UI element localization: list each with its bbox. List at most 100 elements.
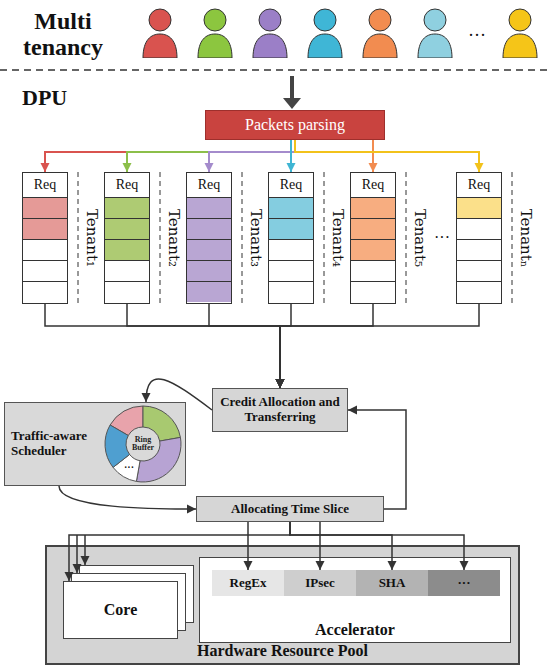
- input-arrow-shaft: [290, 76, 294, 99]
- tenant-queue: Req: [104, 172, 150, 304]
- arrowhead: [123, 163, 132, 172]
- node-text: Credit Allocation and Transferring: [213, 395, 347, 425]
- accelerator-unit: IPsec: [284, 570, 356, 596]
- person-icon: [418, 9, 452, 58]
- connector-arrow: [123, 140, 296, 172]
- tenant-label: Tenant₄: [330, 209, 347, 267]
- ellipsis: ···: [124, 462, 134, 473]
- queue-slot: [23, 239, 67, 260]
- separator-line: [160, 172, 161, 304]
- connector-line: [280, 304, 479, 388]
- queue-slot: [457, 260, 501, 281]
- queue-slot: [269, 239, 313, 260]
- queue-slot: [105, 218, 149, 239]
- queue-slot: [269, 281, 313, 302]
- arrowhead: [287, 163, 296, 172]
- arrowhead: [73, 564, 82, 573]
- connector-arrow: [41, 140, 296, 172]
- process-box: Allocating Time Slice: [196, 496, 384, 522]
- core-stack-arrows: [73, 535, 90, 573]
- connector-line: [146, 379, 212, 410]
- connector-arrow: [209, 304, 285, 388]
- queue-slot: [23, 218, 67, 239]
- connector-arrow: [276, 304, 292, 388]
- tenant-queue: Req: [456, 172, 502, 304]
- accelerator-box: AcceleratorRegExIPsecSHA···: [199, 557, 511, 643]
- separator-line: [406, 172, 407, 304]
- arrowhead: [276, 379, 285, 388]
- arrowhead: [276, 379, 285, 388]
- queue-slot: [457, 218, 501, 239]
- node-text: Req: [34, 173, 57, 197]
- queue-slot: [457, 281, 501, 302]
- connector-line: [247, 522, 249, 570]
- connector-arrow: [205, 140, 296, 172]
- node-text: Req: [280, 173, 303, 197]
- node-text: Accelerator: [315, 621, 395, 639]
- node-text: ···: [457, 576, 470, 591]
- node-text: Hardware Resource Pool: [197, 642, 368, 660]
- person-icon: [198, 9, 232, 58]
- person-icon: [253, 9, 287, 58]
- node-text: Req: [468, 173, 491, 197]
- queue-slot: [105, 260, 149, 281]
- process-box: Credit Allocation and Transferring: [212, 388, 348, 432]
- connector-line: [290, 522, 392, 570]
- core-box: Core: [63, 581, 178, 639]
- connector-arrow: [276, 304, 374, 388]
- arrowhead: [475, 163, 484, 172]
- connector-line: [319, 522, 321, 570]
- connector-line: [59, 486, 196, 509]
- node-text: IPsec: [305, 576, 335, 591]
- connector-line: [372, 140, 374, 172]
- connector-arrow: [45, 304, 285, 388]
- connector-arrow: [295, 140, 484, 172]
- person-icon: [308, 9, 342, 58]
- tenant-label: Tenant₃: [248, 209, 265, 267]
- divider-line: [0, 69, 549, 71]
- connector-line: [348, 410, 406, 509]
- decor-arrow-line: [76, 535, 78, 573]
- connector-arrow: [290, 522, 469, 570]
- connector-line: [127, 140, 295, 172]
- node-text: Req: [198, 173, 221, 197]
- queue-slot: [351, 239, 395, 260]
- ellipsis: ···: [468, 26, 486, 46]
- arrowhead: [244, 561, 253, 570]
- resource-pool: Hardware Resource Pool CoreAccelerator Reg…: [45, 545, 520, 665]
- queue-slot: [351, 218, 395, 239]
- node-text: Packets parsing: [245, 116, 345, 134]
- arrowhead: [276, 379, 285, 388]
- queue-slot: [23, 197, 67, 218]
- node-text: RegEx: [230, 576, 267, 591]
- arrowhead: [65, 572, 74, 581]
- person-icon: [503, 9, 537, 58]
- scheduler-box: Traffic-aware SchedulerRing Buffer···: [4, 402, 186, 486]
- tenant-label: Tenantₙ: [518, 209, 535, 268]
- node-text: Allocating Time Slice: [231, 502, 349, 517]
- section-title: Multi tenancy: [8, 8, 118, 61]
- queue-slot: [187, 281, 231, 302]
- tenant-separators: [78, 172, 512, 304]
- connector-line: [127, 304, 280, 388]
- input-arrow: [283, 76, 301, 109]
- connector-arrow: [316, 522, 325, 570]
- arrowhead: [81, 556, 90, 565]
- connector-line: [45, 304, 280, 388]
- queue-slot: [23, 281, 67, 302]
- tenant-label: Tenant₂: [166, 209, 183, 267]
- tenant-label: Tenant₅: [412, 209, 429, 267]
- connector-arrow: [244, 522, 253, 570]
- arrowhead: [187, 505, 196, 514]
- queue-slot: [187, 239, 231, 260]
- arrowhead: [388, 561, 397, 570]
- tenant-icons: [143, 9, 537, 58]
- arrowhead: [276, 379, 285, 388]
- node-text: Traffic-aware Scheduler: [11, 429, 99, 459]
- arrowhead: [142, 393, 151, 402]
- connector-line: [280, 304, 291, 388]
- queue-slot: [351, 281, 395, 302]
- connector-arrow: [348, 406, 406, 510]
